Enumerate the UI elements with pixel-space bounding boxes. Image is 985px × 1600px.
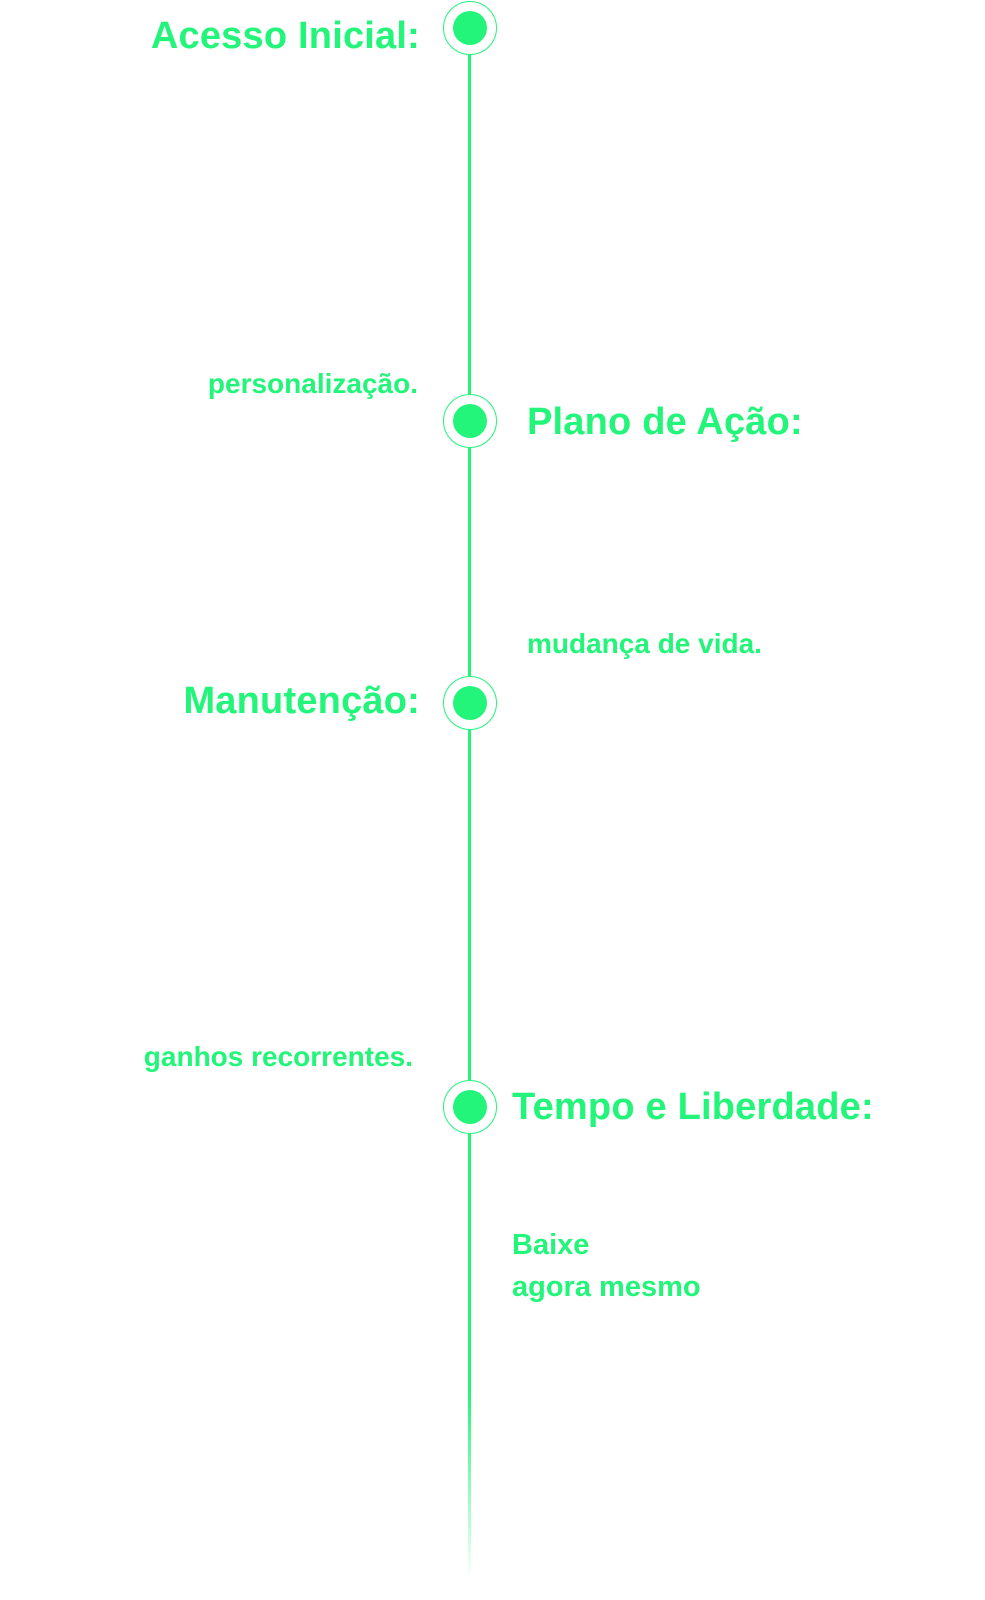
timeline-node-2	[443, 394, 497, 448]
timeline-node-4	[443, 1080, 497, 1134]
timeline-node-dot	[453, 404, 487, 438]
cta-line-2: agora mesmo	[512, 1271, 701, 1303]
timeline-node-dot	[453, 1090, 487, 1124]
timeline-node-3	[443, 676, 497, 730]
step-text-ganhos-recorrentes: ganhos recorrentes.	[143, 1041, 413, 1072]
step-text-mudanca-de-vida: mudança de vida.	[527, 628, 762, 659]
timeline-node-1	[443, 1, 497, 55]
cta-line-1: Baixe	[512, 1229, 590, 1261]
step-title-plano-de-acao: Plano de Ação:	[527, 401, 803, 443]
timeline-node-dot	[453, 11, 487, 45]
step-text-personalizacao: personalização.	[207, 368, 418, 399]
step-title-manutencao: Manutenção:	[183, 680, 420, 722]
step-title-tempo-e-liberdade: Tempo e Liberdade:	[512, 1086, 874, 1128]
step-title-acesso-inicial: Acesso Inicial:	[150, 15, 420, 57]
timeline-node-dot	[453, 686, 487, 720]
timeline-line	[468, 28, 471, 1580]
download-cta-link[interactable]: Baixe agora mesmo	[512, 1224, 701, 1308]
